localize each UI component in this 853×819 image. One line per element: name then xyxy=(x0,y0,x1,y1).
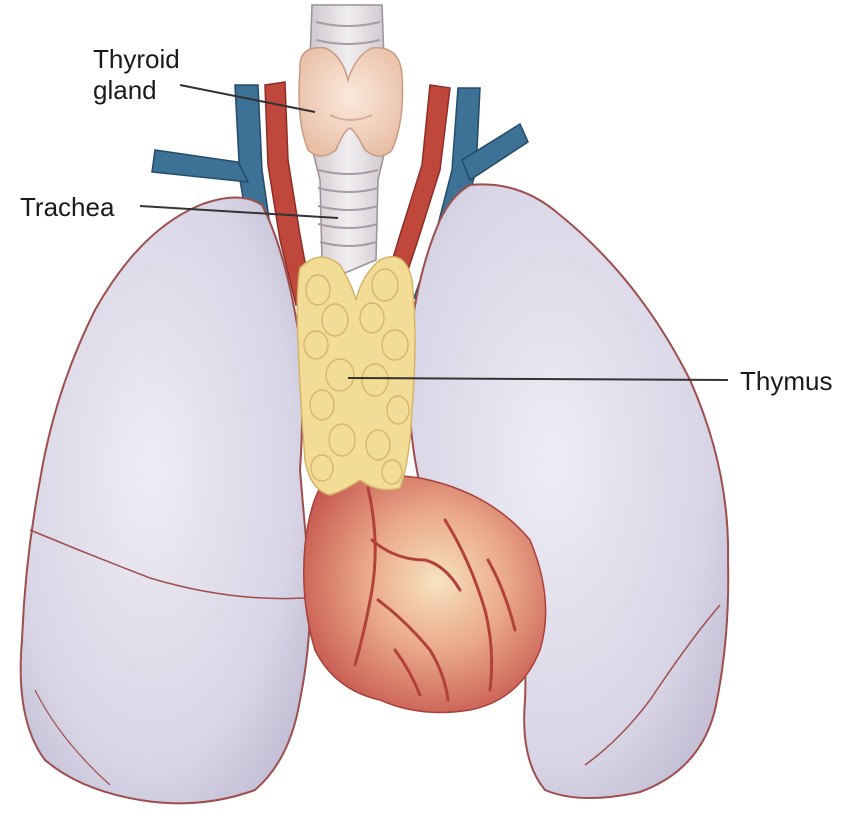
trachea-label: Trachea xyxy=(20,192,114,222)
thyroid-label-line2: gland xyxy=(93,75,157,105)
thymus-label: Thymus xyxy=(740,366,832,396)
thymus xyxy=(297,257,415,495)
left-lung xyxy=(21,198,311,804)
thyroid-label-line1: Thyroid xyxy=(93,44,180,74)
